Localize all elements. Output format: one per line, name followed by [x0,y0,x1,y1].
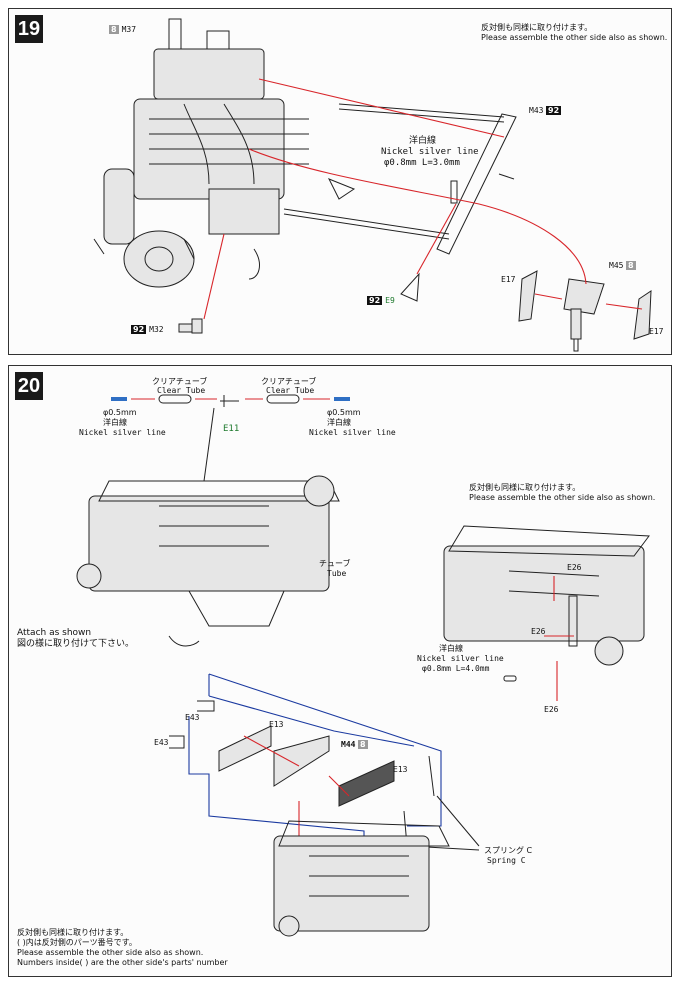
m43-badge: 92 [546,106,562,115]
e13-label-1: E13 [269,720,284,729]
step-20-note-en: Please assemble the other side also as s… [469,493,656,502]
step-number: 20 [15,372,43,400]
frame-rails [283,103,517,255]
e9-badge: 92 [367,296,383,305]
m37-badge: 8 [109,25,119,34]
clear-tube-left-jp: クリアチューブ [152,377,208,386]
e9-part [400,272,420,302]
step-20-panel: 20 [8,365,672,977]
e13-right-plate [338,760,395,807]
e17-right-plate [633,290,652,340]
springs [403,755,435,847]
wire-right-size: φ0.5mm [327,408,361,417]
e17-right-label: E17 [649,327,664,336]
wire-left-en: Nickel silver line [79,428,166,437]
engine-right [443,525,650,682]
clear-tube-right-jp: クリアチューブ [261,377,317,386]
e26-label-2: E26 [531,627,546,636]
step-20-note-jp: 反対側も同様に取り付けます。 [469,483,581,492]
e9-text: E9 [385,296,395,305]
e26-arrows [544,576,574,701]
wire-label-jp: 洋白線 [409,136,437,146]
e11-label: E11 [223,424,240,434]
wire-right [334,397,350,401]
m32-badge: 92 [131,325,147,334]
wire-left-jp: 洋白線 [103,418,127,427]
footer-line-2: ( )内は反対側のパーツ番号です。 [17,938,137,947]
frame-arrows [243,735,350,836]
spring-en: Spring C [487,856,526,865]
spring-jp: スプリング C [484,846,533,855]
tube-en: Tube [327,569,347,578]
m44-label: M44 8 [341,740,371,750]
engine-bottom [273,820,450,937]
wire-right-jp: 洋白線 [327,418,351,427]
m44-badge: 8 [358,740,368,749]
m45-text: M45 [609,261,624,270]
wire-label-en: Nickel silver line [381,147,479,157]
step-19-note-en: Please assemble the other side also as s… [481,33,668,42]
clear-tube-left-en: Clear Tube [157,386,206,395]
clear-tube-assembly [111,394,350,482]
right-wire-en: Nickel silver line [417,654,504,663]
wire-left [111,397,127,401]
step-20-diagram [76,394,650,937]
footer-line-4: Numbers inside( ) are the other side's p… [17,958,228,967]
wire-right-en: Nickel silver line [309,428,396,437]
step-number: 19 [15,15,43,43]
m45-badge: 8 [626,261,636,270]
m43-text: M43 [529,106,544,115]
m44-text: M44 [341,740,356,749]
e17-left-label: E17 [501,275,516,284]
m32-text: M32 [149,325,164,334]
step-19-diagram [93,18,652,352]
attach-jp: 図の様に取り付けて下さい。 [17,639,135,649]
attach-en: Attach as shown [17,628,92,638]
step-19-note-jp: 反対側も同様に取り付けます。 [481,23,593,32]
e43-brackets [169,700,215,749]
footer-line-1: 反対側も同様に取り付けます。 [17,928,129,937]
e43-label-1: E43 [185,713,200,722]
right-wire-jp: 洋白線 [439,644,463,653]
m45-label: M45 8 [609,261,639,271]
m37-text: M37 [121,25,137,34]
e26-label-1: E26 [567,563,582,572]
engine-assembly [93,18,356,288]
footer-line-3: Please assemble the other side also as s… [17,948,204,957]
wire-left-size: φ0.5mm [103,408,137,417]
step-19-panel: 19 [8,8,672,355]
right-wire-size: φ0.8mm L=4.0mm [422,664,490,673]
e17-left-plate [518,270,538,322]
m32-part [178,318,203,334]
m45-part [563,278,605,352]
wire-size: φ0.8mm L=3.0mm [384,158,460,168]
clear-tube-right-en: Clear Tube [266,386,315,395]
e13-left-plate [218,725,272,772]
tube-jp: チューブ [319,559,351,568]
engine-left [76,475,340,647]
e13-label-2: E13 [393,765,408,774]
m44-radiator [273,735,330,787]
e26-label-3: E26 [544,705,559,714]
e43-label-2: E43 [154,738,169,747]
assembly-arrows [203,78,643,320]
m43-label: M43 92 [529,106,564,116]
